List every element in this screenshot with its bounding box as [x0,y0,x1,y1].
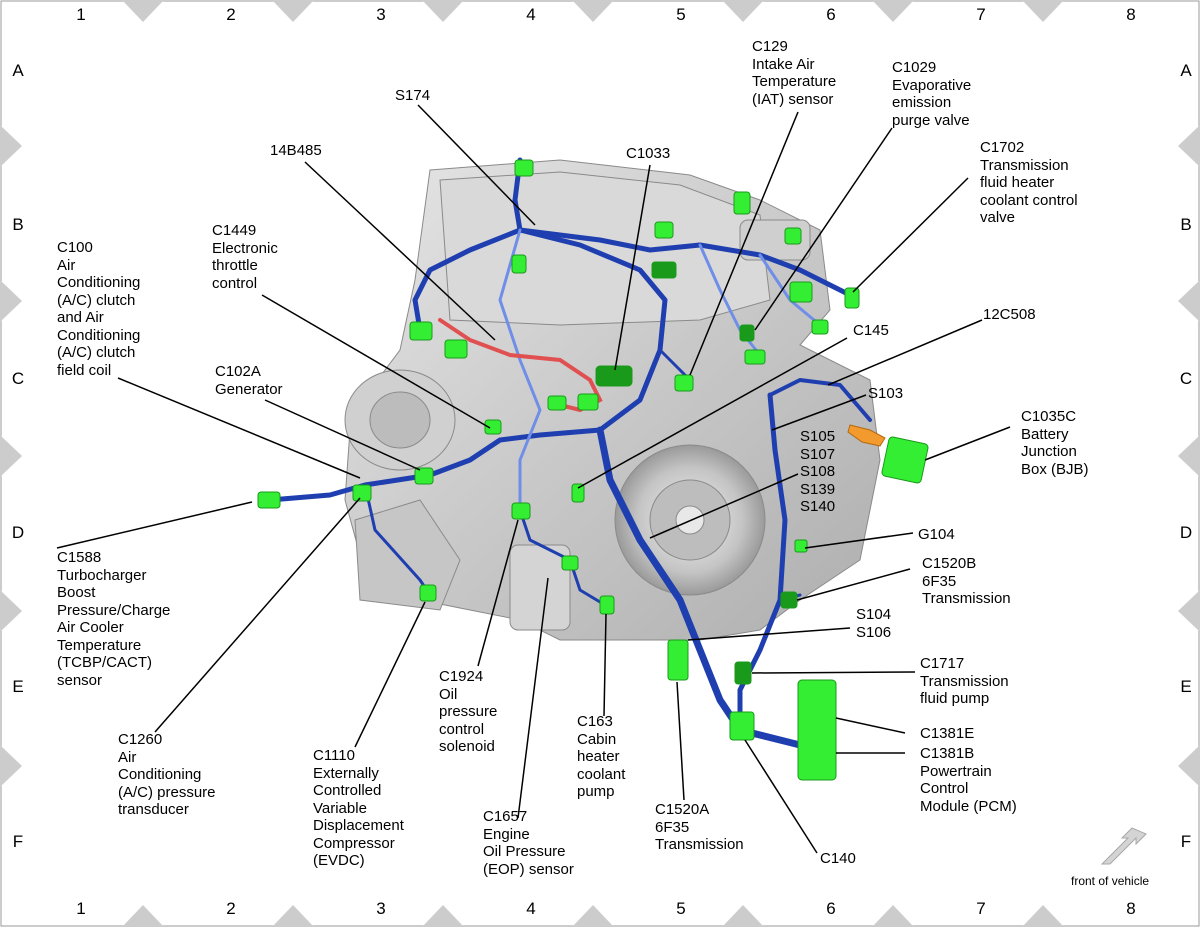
grid-row-right-f: F [1180,832,1192,851]
label-c129: C129 Intake Air Temperature (IAT) sensor [752,38,837,108]
label-c1449: C1449 Electronic throttle control [212,222,278,292]
label-c1588: C1588 Turbocharger Boost Pressure/Charge… [57,549,171,689]
grid-col-bottom-6: 6 [826,899,836,918]
grid-row-left-e: E [12,677,24,696]
label-c1381b: C1381B Powertrain Control Module (PCM) [920,745,1017,815]
grid-col-bottom-8: 8 [1126,899,1136,918]
connectors [257,159,929,781]
grid-row-left-b: B [12,215,24,234]
grid-col-bottom-7: 7 [976,899,986,918]
label-12c508: 12C508 [983,306,1036,323]
grid-col-top-8: 8 [1126,5,1136,24]
label-s103: S103 [868,385,904,402]
grid-col-top-5: 5 [676,5,686,24]
grid-col-bottom-2: 2 [226,899,236,918]
label-c1717: C1717 Transmission fluid pump [920,655,1009,707]
grid-col-bottom-5: 5 [676,899,686,918]
grid-col-top-6: 6 [826,5,836,24]
grid-col-top-4: 4 [526,5,536,24]
label-c1520a: C1520A 6F35 Transmission [655,801,744,853]
grid-col-top-3: 3 [376,5,386,24]
grid-row-right-e: E [1180,677,1192,696]
grid-col-top-2: 2 [226,5,236,24]
label-c102a: C102A Generator [215,363,283,398]
label-c1033: C1033 [626,145,671,162]
grid-row-right-a: A [1180,61,1192,80]
label-s174: S174 [395,87,431,104]
grid-col-bottom-1: 1 [76,899,86,918]
label-s105-group: S105 S107 S108 S139 S140 [800,428,836,515]
label-c163: C163 Cabin heater coolant pump [577,713,626,800]
label-c1110: C1110 Externally Controlled Variable Dis… [313,747,404,869]
label-c140: C140 [820,850,856,867]
front-arrow-icon [1100,827,1147,865]
label-c1657: C1657 Engine Oil Pressure (EOP) sensor [483,808,574,878]
label-c1035c: C1035C Battery Junction Box (BJB) [1021,408,1089,478]
grid-col-top-1: 1 [76,5,86,24]
label-14b485: 14B485 [270,142,322,159]
label-c1029: C1029 Evaporative emission purge valve [892,59,972,129]
label-c1702: C1702 Transmission fluid heater coolant … [980,139,1078,226]
grid-row-right-b: B [1180,215,1192,234]
label-c1924: C1924 Oil pressure control solenoid [439,668,498,755]
label-c1381e: C1381E [920,725,975,742]
grid-row-left-c: C [11,369,25,388]
label-g104: G104 [918,526,955,543]
grid-row-left-f: F [12,832,24,851]
label-s104-group: S104 S106 [856,606,892,641]
grid-row-right-d: D [1179,523,1193,542]
label-c1260: C1260 Air Conditioning (A/C) pressure tr… [118,731,216,818]
label-c145: C145 [853,322,889,339]
bjb-terminal [847,424,886,447]
engine-block [344,159,881,641]
front-of-vehicle-note: front of vehicle [1071,874,1150,888]
leader-lines [56,104,1011,854]
grid-col-bottom-4: 4 [526,899,536,918]
grid-row-left-d: D [11,523,25,542]
grid-row-left-a: A [12,61,24,80]
label-c1520b: C1520B 6F35 Transmission [922,555,1011,607]
grid-col-bottom-3: 3 [376,899,386,918]
grid-col-top-7: 7 [976,5,986,24]
label-c100: C100 Air Conditioning (A/C) clutch and A… [57,239,141,379]
grid-row-right-c: C [1179,369,1193,388]
